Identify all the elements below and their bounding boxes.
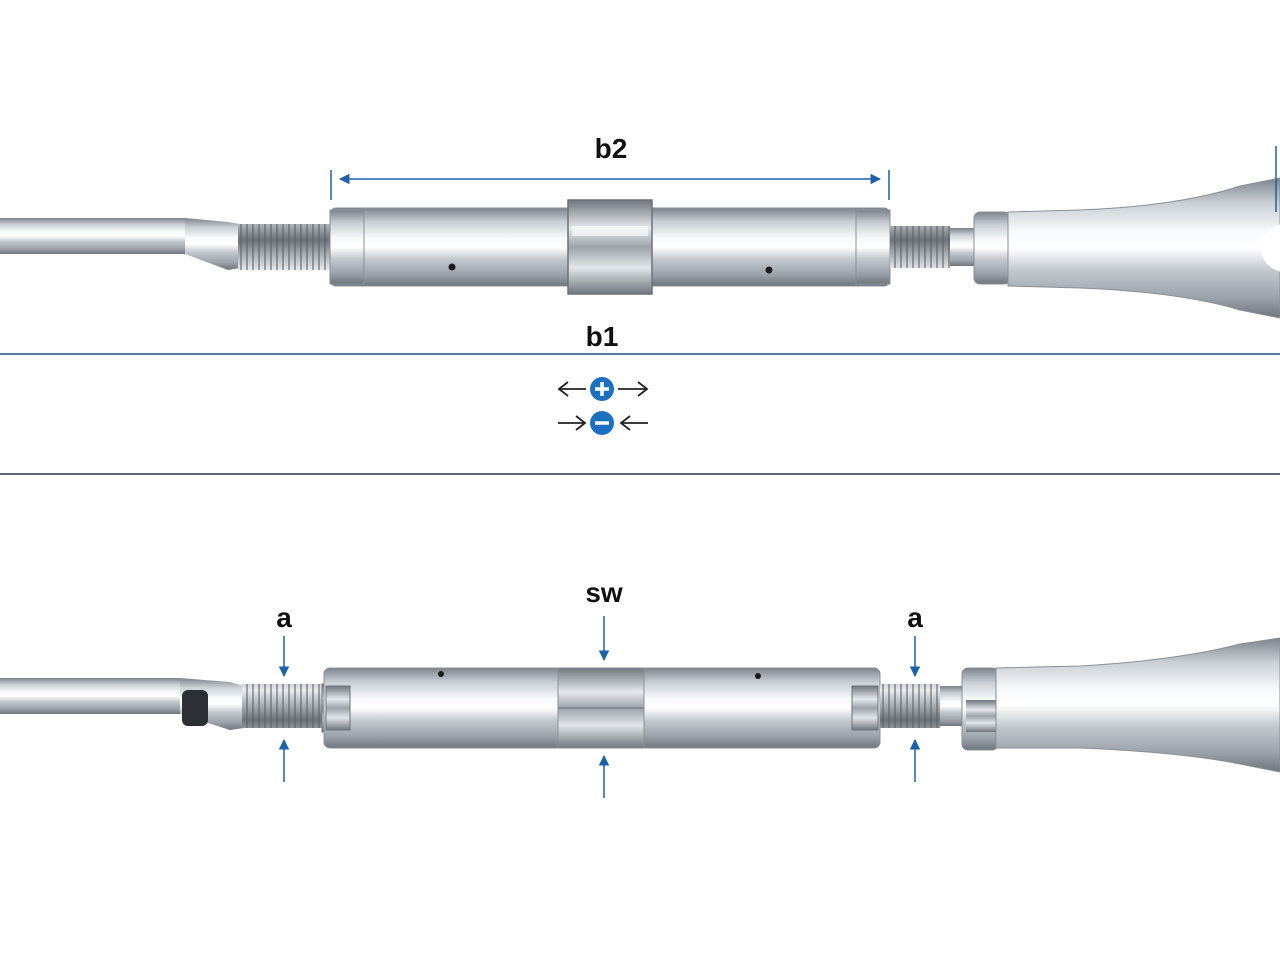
dimension-a-left: a [276,602,292,782]
b1-label: b1 [586,321,619,352]
sw-label: sw [585,577,623,608]
inspection-hole-right [755,673,761,679]
a-left-label: a [276,602,292,633]
lengthen-row: lengthen [557,377,649,401]
neck-right [950,228,976,266]
fork-pin-hole [1261,224,1280,272]
dimension-b2: b2 [330,133,890,200]
thread-right [890,226,950,268]
inspection-hole-right [765,266,773,274]
dimension-sw: sw [585,577,623,798]
fork-body [995,637,1280,773]
fork-body [1007,177,1280,319]
inspection-hole-left [448,263,456,271]
b2-label: b2 [595,133,628,164]
dimension-a-right: a [907,602,923,782]
body-collar-right [855,209,891,285]
fork-collar [973,211,1011,285]
arrow-left-head [557,381,569,397]
shorten-row: shorten [558,411,648,435]
plus-glyph [595,382,609,396]
a-right-label: a [907,602,923,633]
thread-left [242,684,324,728]
arrow-right-head [637,381,649,397]
neck-right [940,686,964,726]
inspection-hole-left [438,671,444,677]
locknut-right-face [851,685,879,731]
fork-flat [966,700,996,732]
hex-flat-highlight [572,226,648,236]
thread-right [880,684,940,728]
swage-rod-left [0,218,185,254]
arrow-right-head [575,415,587,431]
turnbuckle-bottom [0,637,1280,773]
dimension-b1: b1 [0,321,1280,355]
adjust-legend: lengthen shorten [557,377,649,435]
hex-nut [567,199,653,295]
swage-rod-left [0,678,180,714]
swage-taper-left [185,218,240,270]
swage-slot [182,690,208,726]
arrow-left-head [619,415,631,431]
thread-left [238,224,330,270]
body-collar-left [329,209,365,285]
locknut-left-face [325,685,351,731]
turnbuckle-top [0,177,1280,319]
